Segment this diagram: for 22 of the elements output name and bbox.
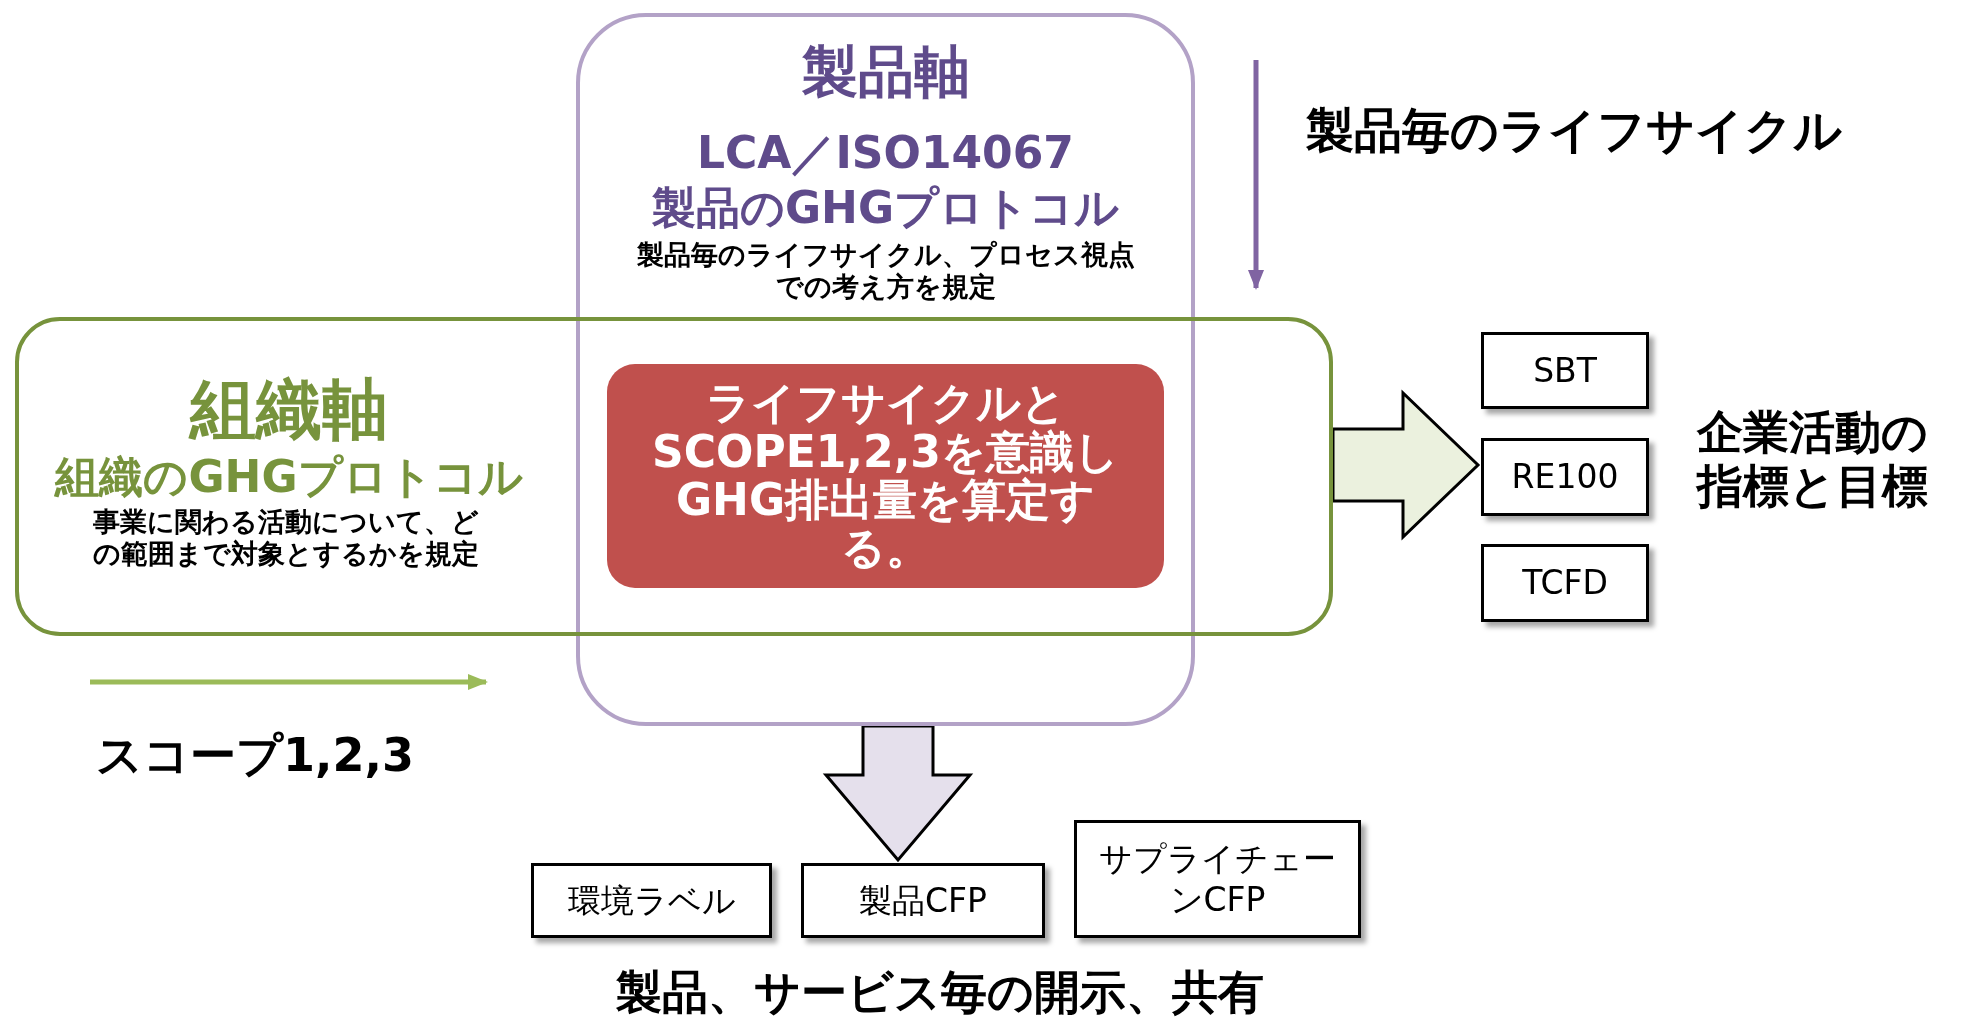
axis-label: スコープ1,2,3 <box>96 728 415 783</box>
label-box: RE100 <box>1481 438 1649 516</box>
label-box: TCFD <box>1481 544 1649 622</box>
highlight-box: ライフサイクルとSCOPE1,2,3を意識しGHG排出量を算定する。 <box>607 364 1164 588</box>
panel-heading: 製品軸 <box>800 39 971 106</box>
panel-description: 事業に関わる活動について、どの範囲まで対象とするかを規定 <box>91 506 480 570</box>
group-label: 製品、サービス毎の開示、共有 <box>615 965 1265 1019</box>
rounded-panel <box>576 13 1195 726</box>
panel-subheading: LCA／ISO14067 <box>696 127 1075 179</box>
axis-label: 製品毎のライフサイクル <box>1306 102 1843 159</box>
label-box: 環境ラベル <box>531 863 772 938</box>
block-arrow <box>1331 389 1481 541</box>
label-box: SBT <box>1481 332 1649 409</box>
rounded-panel <box>15 317 1333 636</box>
label-box: サプライチェーンCFP <box>1074 820 1361 938</box>
panel-description: 製品毎のライフサイクル、プロセス視点での考え方を規定 <box>635 239 1136 303</box>
block-arrow <box>822 724 974 863</box>
panel-subheading: 組織のGHGプロトコル <box>53 451 524 503</box>
panel-heading: 組織軸 <box>187 371 389 449</box>
group-label: 企業活動の指標と目標 <box>1697 405 1929 514</box>
panel-subheading: 製品のGHGプロトコル <box>650 182 1121 234</box>
label-box: 製品CFP <box>801 863 1045 938</box>
